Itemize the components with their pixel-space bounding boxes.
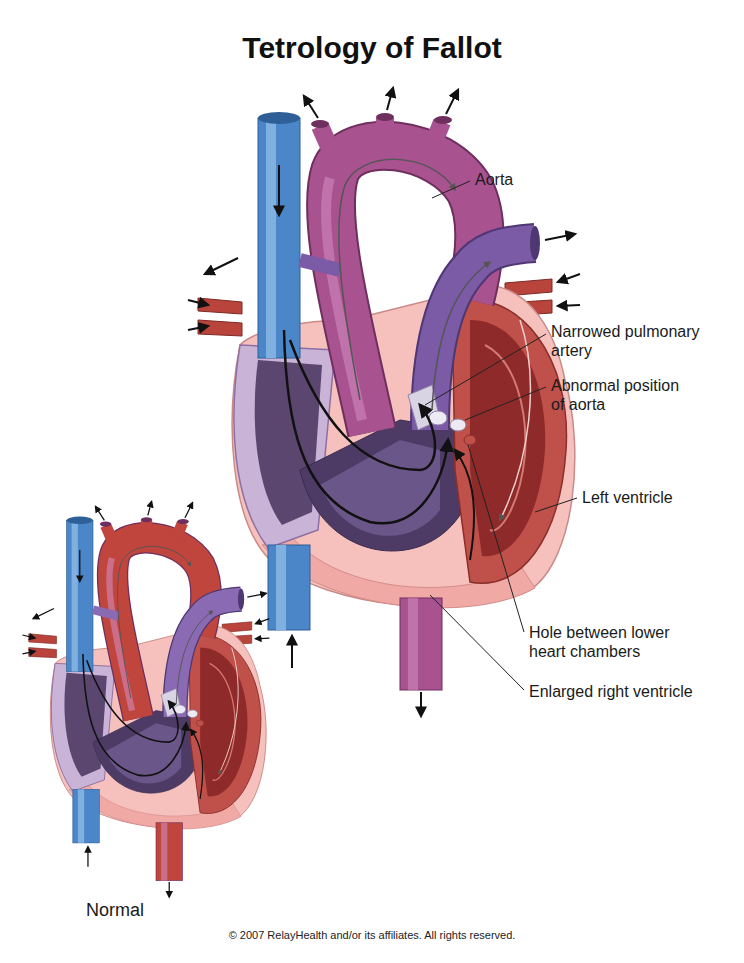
- leader-lines: [425, 181, 577, 690]
- illustration-part: [430, 243, 535, 430]
- illustration-part: [432, 262, 490, 410]
- part-label: Aorta: [475, 170, 513, 189]
- illustration-part: [530, 226, 540, 260]
- illustration-part: [300, 260, 340, 270]
- illustration-part: [470, 320, 545, 556]
- illustration-part: [535, 498, 577, 512]
- part-label: Abnormal position of aorta: [551, 376, 691, 414]
- illustration-part: [429, 411, 447, 425]
- illustration-part: [268, 545, 310, 630]
- illustration-part: [276, 545, 286, 630]
- illustration-part: [320, 440, 440, 536]
- part-label: Hole between lower heart chambers: [529, 623, 694, 661]
- illustration-part: [198, 320, 242, 336]
- illustration-part: [450, 419, 466, 431]
- illustration-part: [300, 420, 462, 551]
- illustration-part: [408, 598, 418, 690]
- illustration-part: [500, 320, 530, 520]
- illustration-part: [430, 243, 535, 430]
- part-label: Left ventricle: [582, 488, 673, 507]
- illustration-part: [258, 118, 300, 358]
- illustration-part: [376, 113, 394, 121]
- illustration-part: [464, 435, 476, 445]
- illustration-part: [485, 345, 525, 531]
- illustration-part: [430, 122, 442, 152]
- illustration-part: [376, 118, 394, 148]
- illustration-part: [290, 340, 435, 470]
- illustration-part: [558, 274, 580, 282]
- illustration-part: [420, 692, 422, 716]
- illustration-part: [291, 636, 293, 668]
- illustration-part: [558, 305, 580, 306]
- illustration-part: [320, 126, 335, 160]
- illustration-part: [465, 387, 546, 420]
- illustration-part: [266, 118, 276, 358]
- illustration-part: [198, 298, 242, 314]
- illustration-part: [400, 598, 442, 690]
- illustration-part: [387, 88, 393, 110]
- illustration-part: [234, 345, 335, 548]
- heart-drawing: [188, 88, 580, 716]
- illustration-part: [452, 299, 566, 584]
- illustration-part: [304, 96, 318, 118]
- illustration-part: [455, 450, 474, 560]
- illustration-part: [446, 90, 458, 114]
- illustration-part: [205, 258, 238, 274]
- illustration-part: [188, 300, 208, 305]
- part-label: Narrowed pulmonary artery: [551, 322, 711, 360]
- illustration-part: [258, 112, 300, 124]
- illustration-part: [432, 181, 470, 198]
- illustration-part: [468, 445, 524, 632]
- illustration-part: [188, 326, 208, 330]
- diagram-title: Tetrology of Fallot: [242, 30, 501, 66]
- normal-heart: [22, 501, 269, 897]
- illustration-part: [545, 234, 575, 240]
- illustration-part: [284, 330, 448, 523]
- copyright-caption: © 2007 RelayHealth and/or its affiliates…: [229, 929, 516, 942]
- illustration-part: [278, 165, 280, 215]
- illustration-part: [434, 116, 452, 124]
- figure-label: Normal: [86, 900, 144, 922]
- part-label: Enlarged right ventricle: [529, 682, 693, 701]
- illustration-part: [430, 595, 524, 690]
- illustration-part: [311, 120, 329, 128]
